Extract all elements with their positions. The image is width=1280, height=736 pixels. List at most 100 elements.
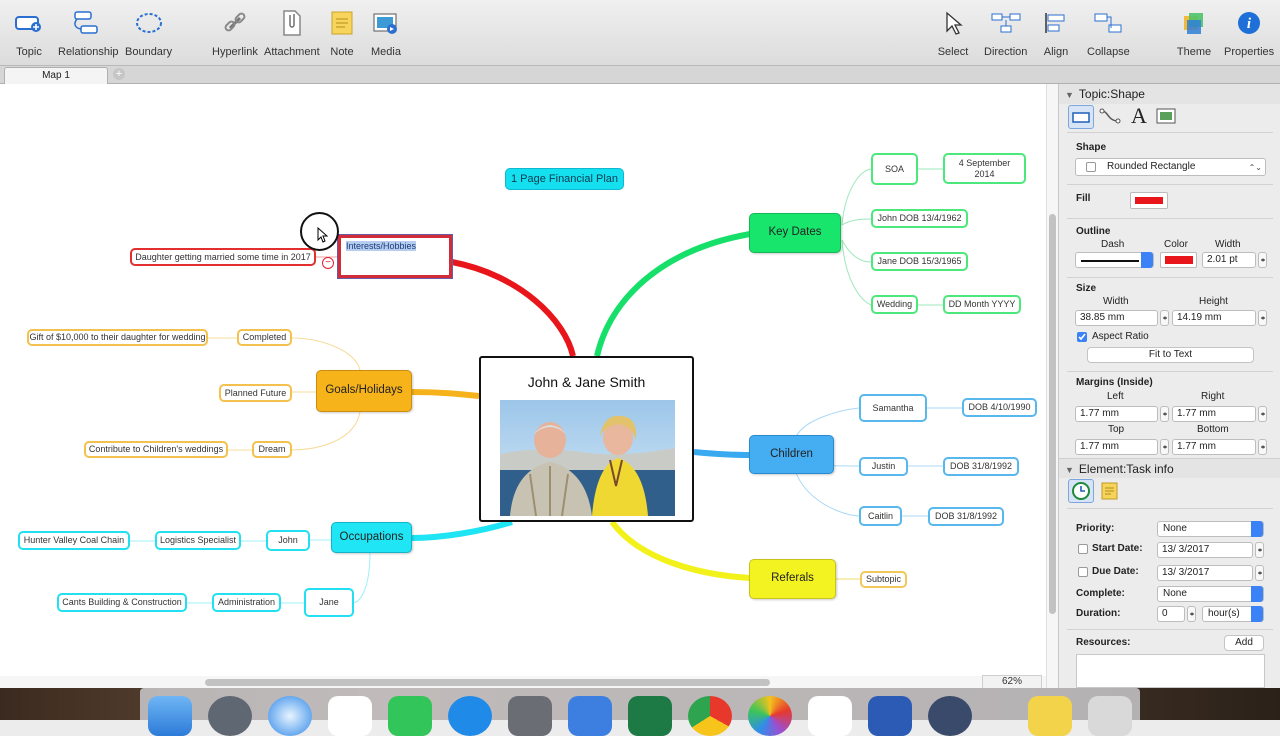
complete-select[interactable]: None [1157,586,1264,602]
central-topic[interactable]: John & Jane Smith [479,356,694,522]
start-date-stepper[interactable] [1255,542,1264,558]
topic-occupations[interactable]: Occupations [331,522,412,553]
safari-icon[interactable] [268,696,312,736]
shape-select[interactable]: Rounded Rectangle ⌃⌄ [1075,158,1266,176]
due-date-field[interactable]: 13/ 3/2017 [1157,565,1253,581]
photos-icon[interactable] [748,696,792,736]
calendar-icon[interactable] [328,696,372,736]
subtopic-justin[interactable]: Justin [859,457,908,476]
mindmap-app-icon[interactable] [568,696,612,736]
direction-button[interactable]: Direction [984,6,1027,64]
add-tab-icon[interactable]: + [113,68,125,80]
resources-list[interactable] [1076,654,1265,688]
margin-right-field[interactable]: 1.77 mm [1172,406,1256,422]
subtopic-wedding-date[interactable]: DD Month YYYY [943,295,1021,314]
word-icon[interactable] [868,696,912,736]
text-tab-icon[interactable]: A [1131,103,1147,128]
dash-style-select[interactable] [1075,252,1154,268]
topic-interests-hobbies[interactable]: Interests/Hobbies [337,234,453,279]
margin-bottom-stepper[interactable] [1258,439,1267,455]
tab-map-1[interactable]: Map 1 [4,67,108,84]
margin-left-stepper[interactable] [1160,406,1169,422]
due-date-stepper[interactable] [1255,565,1264,581]
outline-width-field[interactable]: 2.01 pt [1202,252,1256,268]
maple-leaf-app-icon[interactable] [808,696,852,736]
system-preferences-icon[interactable] [508,696,552,736]
subtopic-samantha-dob[interactable]: DOB 4/10/1990 [962,398,1037,417]
collapse-button[interactable]: Collapse [1087,6,1130,64]
size-height-field[interactable]: 14.19 mm [1172,310,1256,326]
size-height-stepper[interactable] [1258,310,1267,326]
task-panel-header[interactable]: ▼Element:Task info [1059,458,1280,478]
outline-color-well[interactable] [1160,252,1197,268]
properties-button[interactable]: i Properties [1224,6,1274,64]
subtopic-daughter[interactable]: Daughter getting married some time in 20… [130,248,316,266]
subtopic-contribute[interactable]: Contribute to Children's weddings [84,441,228,458]
boundary-button[interactable]: Boundary [125,6,172,64]
subtopic-jane-dob[interactable]: Jane DOB 15/3/1965 [871,252,968,271]
subtopic-cants-building[interactable]: Cants Building & Construction [57,593,187,612]
subtopic-completed[interactable]: Completed [237,329,292,346]
chrome-icon[interactable] [688,696,732,736]
size-width-field[interactable]: 38.85 mm [1075,310,1158,326]
subtopic-logistics[interactable]: Logistics Specialist [155,531,241,550]
theme-button[interactable]: Theme [1174,6,1214,64]
subtopic-justin-dob[interactable]: DOB 31/8/1992 [943,457,1019,476]
hyperlink-button[interactable]: Hyperlink [212,6,258,64]
vertical-scroll-thumb[interactable] [1049,214,1056,614]
select-button[interactable]: Select [933,6,973,64]
subtopic-dream[interactable]: Dream [252,441,292,458]
align-button[interactable]: Align [1036,6,1076,64]
duration-unit-select[interactable]: hour(s) [1202,606,1264,622]
topic-children[interactable]: Children [749,435,834,474]
floating-topic[interactable]: 1 Page Financial Plan [505,168,624,190]
finder-icon[interactable] [148,696,192,736]
subtopic-planned-future[interactable]: Planned Future [219,384,292,402]
shape-tab[interactable] [1068,105,1094,129]
collapse-toggle-icon[interactable]: − [322,257,334,269]
topic-referals[interactable]: Referals [749,559,836,599]
attachment-button[interactable]: Attachment [264,6,320,64]
relationship-button[interactable]: Relationship [58,6,119,64]
priority-select[interactable]: None [1157,521,1264,537]
zoom-level-select[interactable]: 62% [982,675,1042,689]
aspect-ratio-checkbox[interactable] [1077,332,1087,342]
subtopic-administration[interactable]: Administration [212,593,281,612]
outline-width-stepper[interactable] [1258,252,1267,268]
topic-button[interactable]: Topic [9,6,49,64]
subtopic-hunter-valley[interactable]: Hunter Valley Coal Chain [18,531,130,550]
folder-stack-icon[interactable] [1028,696,1072,736]
media-button[interactable]: Media [366,6,406,64]
facetime-icon[interactable] [388,696,432,736]
subtopic-caitlin-dob[interactable]: DOB 31/8/1992 [928,507,1004,526]
subtopic-soa-date[interactable]: 4 September 2014 [943,153,1026,184]
horizontal-scrollbar[interactable] [0,676,1046,688]
subtopic-john-dob[interactable]: John DOB 13/4/1962 [871,209,968,228]
note-button[interactable]: Note [322,6,362,64]
horizontal-scroll-thumb[interactable] [205,679,770,686]
duration-field[interactable]: 0 [1157,606,1185,622]
subtopic-caitlin[interactable]: Caitlin [859,506,902,526]
launchpad-icon[interactable] [208,696,252,736]
margin-right-stepper[interactable] [1258,406,1267,422]
trash-icon[interactable] [1088,696,1132,736]
margin-bottom-field[interactable]: 1.77 mm [1172,439,1256,455]
image-tab[interactable] [1154,105,1180,129]
fit-to-text-button[interactable]: Fit to Text [1087,347,1254,363]
line-tab[interactable] [1098,105,1124,129]
map-canvas[interactable]: 1 Page Financial Plan John & Jane Smith … [0,84,1046,688]
screen-recorder-icon[interactable] [928,696,972,736]
subtopic-wedding[interactable]: Wedding [871,295,918,314]
start-date-checkbox[interactable] [1078,544,1088,554]
duration-stepper[interactable] [1187,606,1196,622]
start-date-field[interactable]: 13/ 3/2017 [1157,542,1253,558]
vertical-scrollbar[interactable] [1046,84,1058,688]
margin-top-field[interactable]: 1.77 mm [1075,439,1158,455]
topic-key-dates[interactable]: Key Dates [749,213,841,253]
excel-icon[interactable] [628,696,672,736]
shape-panel-header[interactable]: ▼Topic:Shape [1059,84,1280,104]
subtopic-samantha[interactable]: Samantha [859,394,927,422]
task-tab[interactable] [1068,479,1094,503]
subtopic-jane[interactable]: Jane [304,588,354,617]
margin-top-stepper[interactable] [1160,439,1169,455]
